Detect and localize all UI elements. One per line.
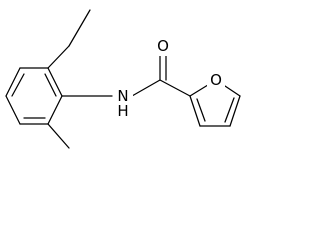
atom-oxygen-carbonyl: O [154, 36, 172, 56]
benzene-bond-6 [47, 67, 63, 97]
furan-bond-c5-c4-inner [224, 97, 235, 123]
atom-oxygen-furan: O [207, 71, 225, 90]
bond-ring-ethyl [47, 45, 70, 69]
benzene-bond-3 [5, 95, 21, 125]
benzene-bond-6-inner [44, 73, 57, 97]
ethyl-group [47, 9, 91, 69]
furan-bond-c3-c2-inner [196, 98, 206, 122]
benzene-ring [5, 67, 63, 125]
furan-bond-c3-c2 [189, 95, 201, 127]
amide-group [61, 55, 191, 97]
hydrogen-amide-label: H [117, 102, 128, 120]
oxygen-furan-label: O [210, 71, 222, 89]
bond-ring-methyl [47, 123, 70, 149]
atom-nitrogen-amide: N H [113, 87, 133, 120]
bond-ethyl-ch2-ch3 [68, 9, 91, 47]
molecule-diagram: O N H O [5, 9, 241, 149]
benzene-bond-2 [5, 67, 21, 97]
benzene-bond-5 [47, 95, 63, 125]
bond-carbonyl-furan [159, 79, 191, 97]
benzene-bond-2-inner [11, 73, 25, 97]
furan-ring [189, 79, 241, 127]
bond-nitrogen-carbonyl [131, 79, 161, 97]
furan-bond-c5-c4 [229, 95, 241, 127]
oxygen-carbonyl-label: O [157, 37, 169, 55]
nitrogen-amide-label: N [117, 87, 128, 105]
